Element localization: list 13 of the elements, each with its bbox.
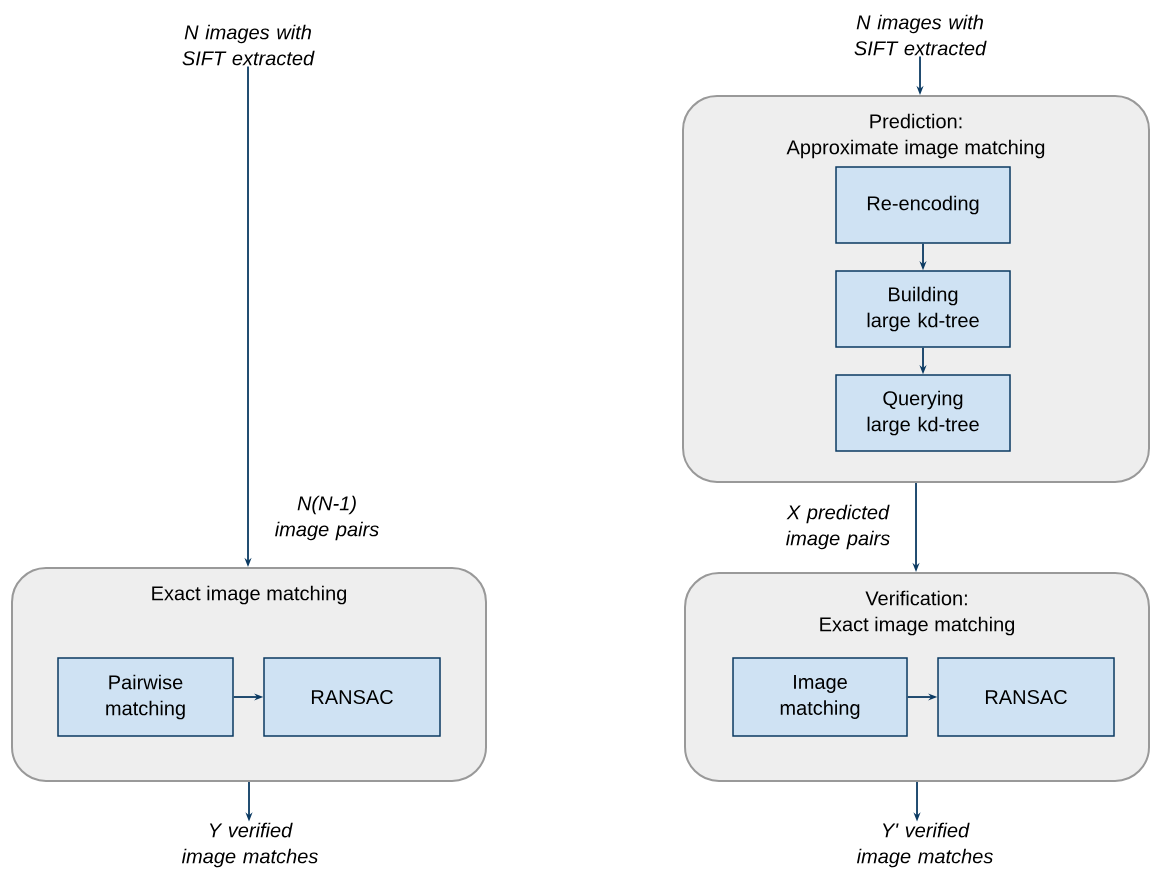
process-box: Querying large kd-tree (835, 374, 1011, 452)
edge-label: N(N-1) image pairs (261, 494, 393, 542)
flow-text: Y' verified image matches (857, 822, 993, 868)
process-box: RANSAC (263, 657, 441, 737)
process-box: Re-encoding (835, 166, 1011, 244)
process-box: Pairwise matching (57, 657, 234, 737)
process-box: Building large kd-tree (835, 270, 1011, 348)
process-box: Image matching (732, 657, 908, 737)
flow-text: N images with SIFT extracted (854, 14, 987, 56)
edge-label: X predicted image pairs (772, 503, 904, 551)
process-box: RANSAC (937, 657, 1115, 737)
flow-text: Y verified image matches (181, 822, 318, 868)
flow-text: N images with SIFT extracted (182, 24, 315, 66)
